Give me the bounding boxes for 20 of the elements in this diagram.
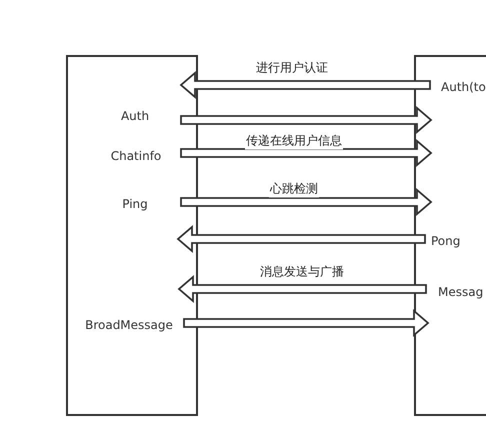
block-arrow <box>180 188 432 216</box>
endpoint-box <box>414 55 486 416</box>
block-arrow <box>180 71 431 99</box>
message-name: BroadMessage <box>85 318 173 332</box>
block-arrow <box>178 275 427 303</box>
edge-label: 进行用户认证 <box>255 60 329 76</box>
block-arrow <box>183 309 430 337</box>
block-arrow <box>176 225 426 253</box>
message-name: Pong <box>431 234 460 248</box>
message-name: Auth(to <box>441 80 486 94</box>
message-name: Messag <box>438 285 484 299</box>
edge-label: 传递在线用户信息 <box>245 132 343 150</box>
block-arrow <box>180 106 432 134</box>
block-arrow <box>180 139 432 167</box>
edge-label: 心跳检测 <box>269 180 319 198</box>
message-name: Chatinfo <box>110 149 162 163</box>
edge-label: 消息发送与广播 <box>259 264 345 280</box>
message-name: Auth <box>120 109 150 123</box>
endpoint-box <box>66 55 198 416</box>
message-name: Ping <box>122 197 148 211</box>
